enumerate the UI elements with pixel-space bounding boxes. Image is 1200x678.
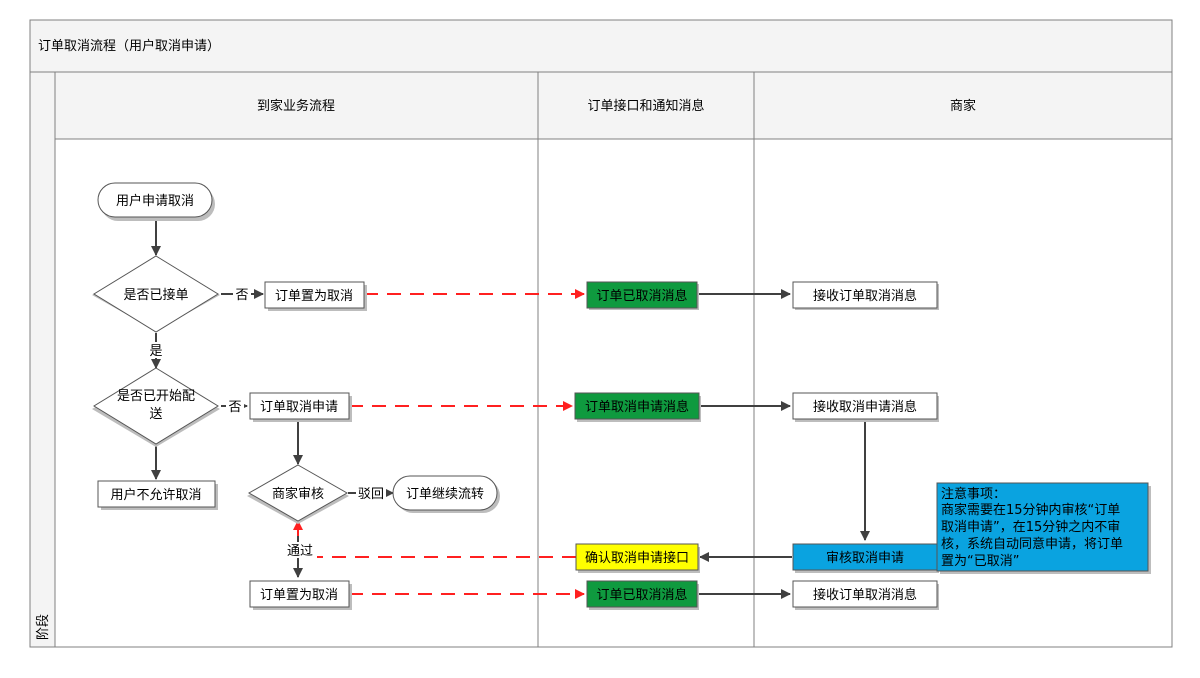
- decision-delivery: [93, 367, 219, 445]
- label-bg: [356, 485, 386, 501]
- cancel-request-label: 订单取消申请: [260, 400, 338, 415]
- msg-cancelled-label-1: 订单已取消消息: [596, 288, 687, 304]
- label-bg: [147, 342, 165, 358]
- edge-label-no-2: 否: [228, 400, 241, 415]
- confirm-api-label: 确认取消申请接口: [585, 550, 689, 566]
- set-cancel-box-1: [264, 281, 365, 309]
- label-bg: [283, 542, 317, 558]
- set-cancel-box-2: [249, 580, 350, 608]
- start-label: 用户申请取消: [116, 193, 194, 209]
- diagram-title: 订单取消流程（用户取消申请）: [38, 38, 220, 54]
- note-line-1: 商家需要在15分钟内审核“订单: [941, 502, 1120, 518]
- start-terminator: [97, 182, 213, 218]
- not-allowed-box: [97, 480, 216, 508]
- not-allowed-label: 用户不允许取消: [110, 487, 201, 503]
- recv-cancel-box-2: [792, 580, 938, 608]
- edge-label-no-1: 否: [235, 288, 248, 303]
- title-bar: [29, 19, 1173, 73]
- review-cancel-box: [792, 543, 938, 571]
- note-box: [936, 482, 1149, 572]
- cancel-request-box: [249, 392, 350, 420]
- decision-accepted: [93, 255, 219, 333]
- note-line-2: 取消申请”，在15分钟之内不审: [941, 519, 1120, 535]
- edge-label-pass: 通过: [287, 544, 313, 559]
- merchant-review-label: 商家审核: [272, 486, 324, 502]
- decision-merchant-review: [247, 464, 349, 522]
- note-line-3: 核，系统自动同意申请，将订单: [941, 536, 1123, 552]
- msg-cancel-request-box: [574, 392, 700, 420]
- lane-header-merchant: 商家: [950, 98, 976, 114]
- phase-column: [29, 71, 56, 648]
- review-cancel-label: 审核取消申请: [826, 551, 904, 566]
- label-bg: [233, 286, 251, 302]
- lane-header-business: 到家业务流程: [257, 98, 335, 114]
- lane-header-row: [54, 71, 1173, 140]
- msg-cancelled-label-2: 订单已取消消息: [596, 587, 687, 603]
- note-line-4: 置为“已取消”: [941, 554, 1019, 569]
- label-bg: [226, 398, 244, 414]
- msg-cancelled-box-1: [586, 281, 698, 309]
- edge-label-reject: 驳回: [358, 487, 384, 502]
- continue-flow-terminator: [392, 475, 498, 511]
- edge-label-yes: 是: [149, 344, 162, 359]
- recv-cancel-box-1: [792, 281, 938, 309]
- set-cancel-label-1: 订单置为取消: [275, 289, 353, 304]
- decision-delivery-label-line1: 是否已开始配: [117, 389, 195, 404]
- decision-delivery-label-line2: 送: [149, 407, 162, 422]
- recv-cancel-request-box: [792, 392, 938, 420]
- lane-header-interface: 订单接口和通知消息: [587, 98, 704, 114]
- continue-flow-label: 订单继续流转: [406, 487, 484, 502]
- phase-label: 阶段: [36, 614, 51, 640]
- recv-cancel-request-label: 接收取消申请消息: [813, 399, 917, 415]
- confirm-api-box: [575, 543, 699, 571]
- set-cancel-label-2: 订单置为取消: [260, 588, 338, 603]
- note-title: 注意事项：: [941, 486, 1006, 502]
- decision-accepted-label: 是否已接单: [123, 287, 188, 303]
- msg-cancel-request-label: 订单取消申请消息: [585, 399, 689, 415]
- msg-cancelled-box-2: [586, 580, 698, 608]
- recv-cancel-label-2: 接收订单取消消息: [813, 587, 917, 603]
- recv-cancel-label-1: 接收订单取消消息: [813, 288, 917, 304]
